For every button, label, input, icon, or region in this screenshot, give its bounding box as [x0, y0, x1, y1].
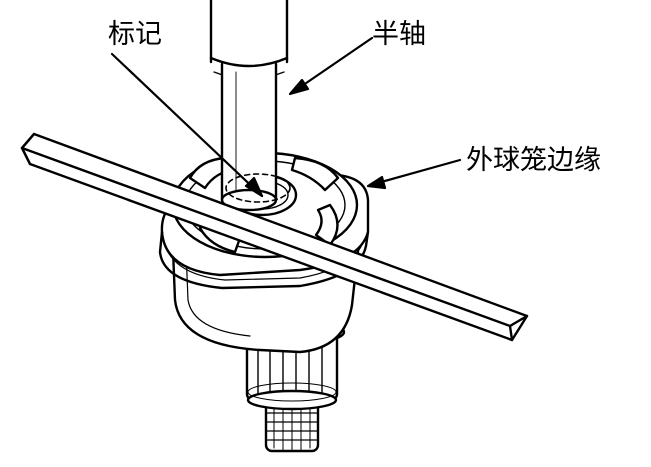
mark-leader-line: [110, 52, 264, 198]
mark-label: 标记: [108, 19, 162, 50]
half-shaft-leader-line: [294, 36, 374, 92]
half-shaft-label: 半轴: [372, 19, 426, 50]
half-shaft: [209, 0, 291, 212]
half-shaft-arrowhead: [288, 78, 310, 96]
leader-lines: [110, 36, 462, 198]
cage-edge-arrowhead: [366, 175, 387, 190]
mark-arrowhead: [244, 176, 264, 198]
straight-edge-bar: [20, 132, 529, 342]
cage-edge-leader-line: [372, 158, 462, 186]
outer-cage-edge-label: 外球笼边缘: [466, 145, 601, 176]
